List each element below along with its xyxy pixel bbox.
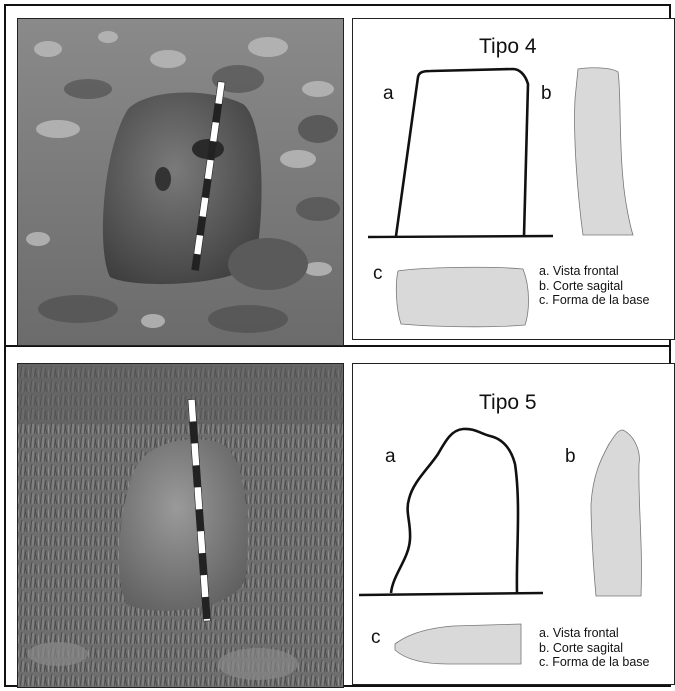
legend-item: a. Vista frontal xyxy=(539,264,649,279)
tipo-4-title: Tipo 4 xyxy=(479,35,537,59)
tipo-5-label-b: b xyxy=(565,446,576,468)
tipo-4-sagittal-section xyxy=(575,68,633,235)
tipo-4-ground-line xyxy=(368,236,553,237)
tipo-5-legend: a. Vista frontal b. Corte sagital c. For… xyxy=(539,626,649,670)
legend-item: a. Vista frontal xyxy=(539,626,649,641)
tipo-5-label-a: a xyxy=(385,446,396,468)
tipo-4-label-a: a xyxy=(383,83,394,105)
photo-tipo-4 xyxy=(17,18,344,346)
tipo-4-frontal-outline xyxy=(396,69,528,236)
tipo-5-title: Tipo 5 xyxy=(479,391,537,415)
tipo-5-ground-line xyxy=(359,593,543,595)
diagram-panel-tipo-5: Tipo 5 a b c a. Vista frontal b. Corte s… xyxy=(352,363,675,685)
tipo-4-base-shape xyxy=(396,267,528,327)
tipo-5-frontal-outline xyxy=(391,429,518,593)
tipo-5-base-shape xyxy=(395,624,521,664)
tipo-5-label-c: c xyxy=(371,627,381,649)
menhir-photo-tipo-5 xyxy=(18,364,344,688)
tipo-4-legend: a. Vista frontal b. Corte sagital c. For… xyxy=(539,264,649,308)
legend-item: b. Corte sagital xyxy=(539,641,649,656)
menhir-photo-tipo-4 xyxy=(18,19,344,346)
legend-item: c. Forma de la base xyxy=(539,293,649,308)
photo-tipo-5 xyxy=(17,363,344,688)
tipo-4-label-c: c xyxy=(373,263,383,285)
diagram-panel-tipo-4: Tipo 4 a b c a. Vista frontal b. Corte s… xyxy=(352,18,675,340)
legend-item: c. Forma de la base xyxy=(539,655,649,670)
tipo-4-label-b: b xyxy=(541,83,552,105)
legend-item: b. Corte sagital xyxy=(539,279,649,294)
tipo-5-sagittal-section xyxy=(591,430,641,596)
